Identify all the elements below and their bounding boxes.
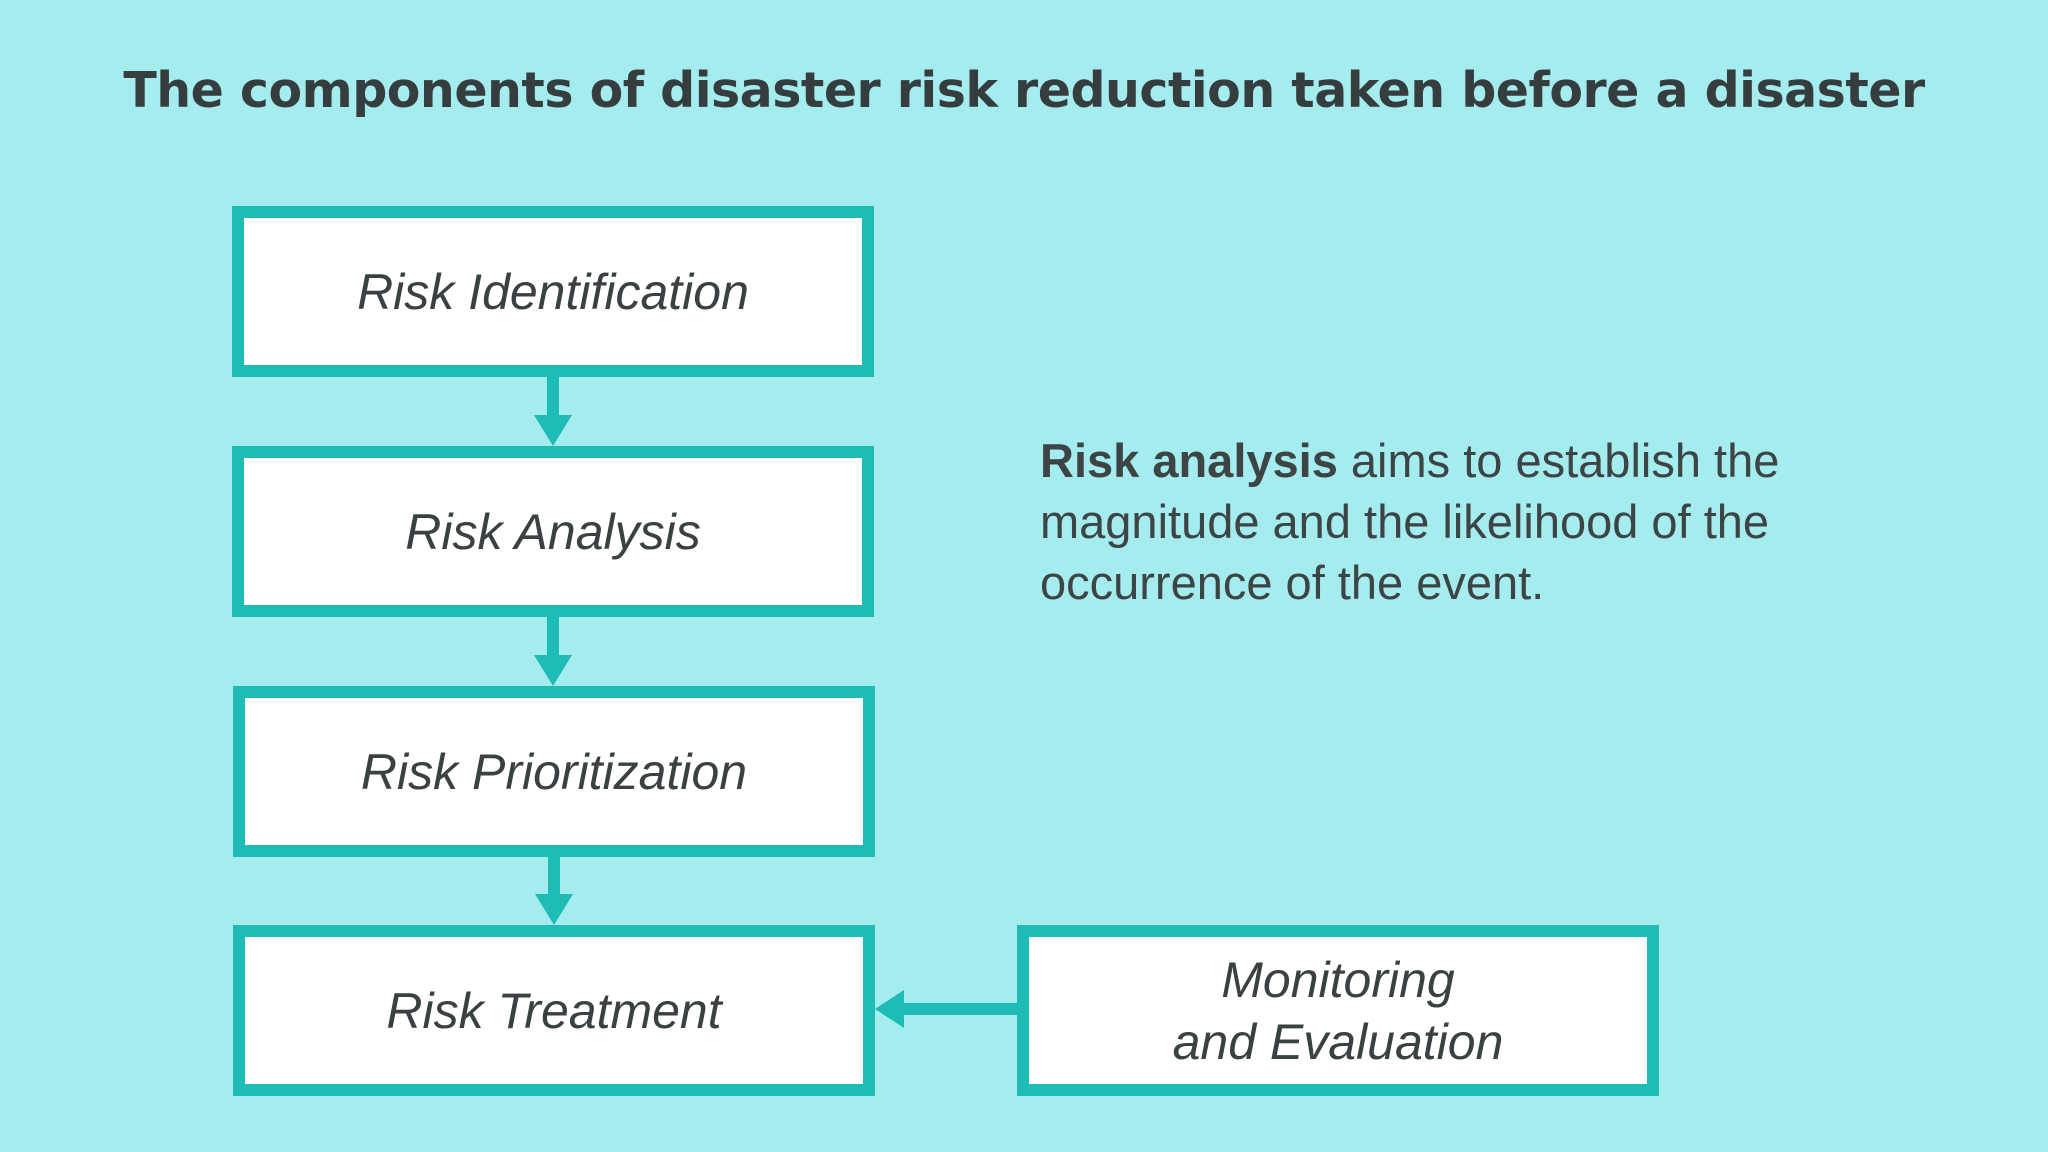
monitoring-label-line-1: Monitoring [1221,951,1455,1008]
monitoring-label: Monitoring and Evaluation [1058,949,1618,1073]
monitoring-and-evaluation-box: Monitoring and Evaluation [1017,925,1659,1096]
arrow-monitoring-to-treatment [875,990,1017,1028]
step-risk-treatment: Risk Treatment [233,925,875,1096]
step-label: Risk Prioritization [360,743,748,800]
step-risk-identification: Risk Identification [232,206,874,377]
monitoring-label-line-2: and Evaluation [1172,1013,1504,1070]
step-label: Risk Analysis [405,503,701,560]
slide-title: The components of disaster risk reductio… [123,62,1925,119]
description-text: aims to establish the magnitude and the … [1040,434,1780,609]
step-risk-prioritization: Risk Prioritization [233,686,875,857]
arrow-prioritization-to-treatment [535,857,573,925]
risk-analysis-description: Risk analysis aims to establish the magn… [1040,430,1920,613]
arrow-identification-to-analysis [534,377,572,446]
step-label: Risk Treatment [386,982,722,1039]
step-risk-analysis: Risk Analysis [232,446,874,617]
arrow-analysis-to-prioritization [534,617,572,686]
step-label: Risk Identification [357,263,749,320]
description-emphasis: Risk analysis [1040,434,1338,487]
